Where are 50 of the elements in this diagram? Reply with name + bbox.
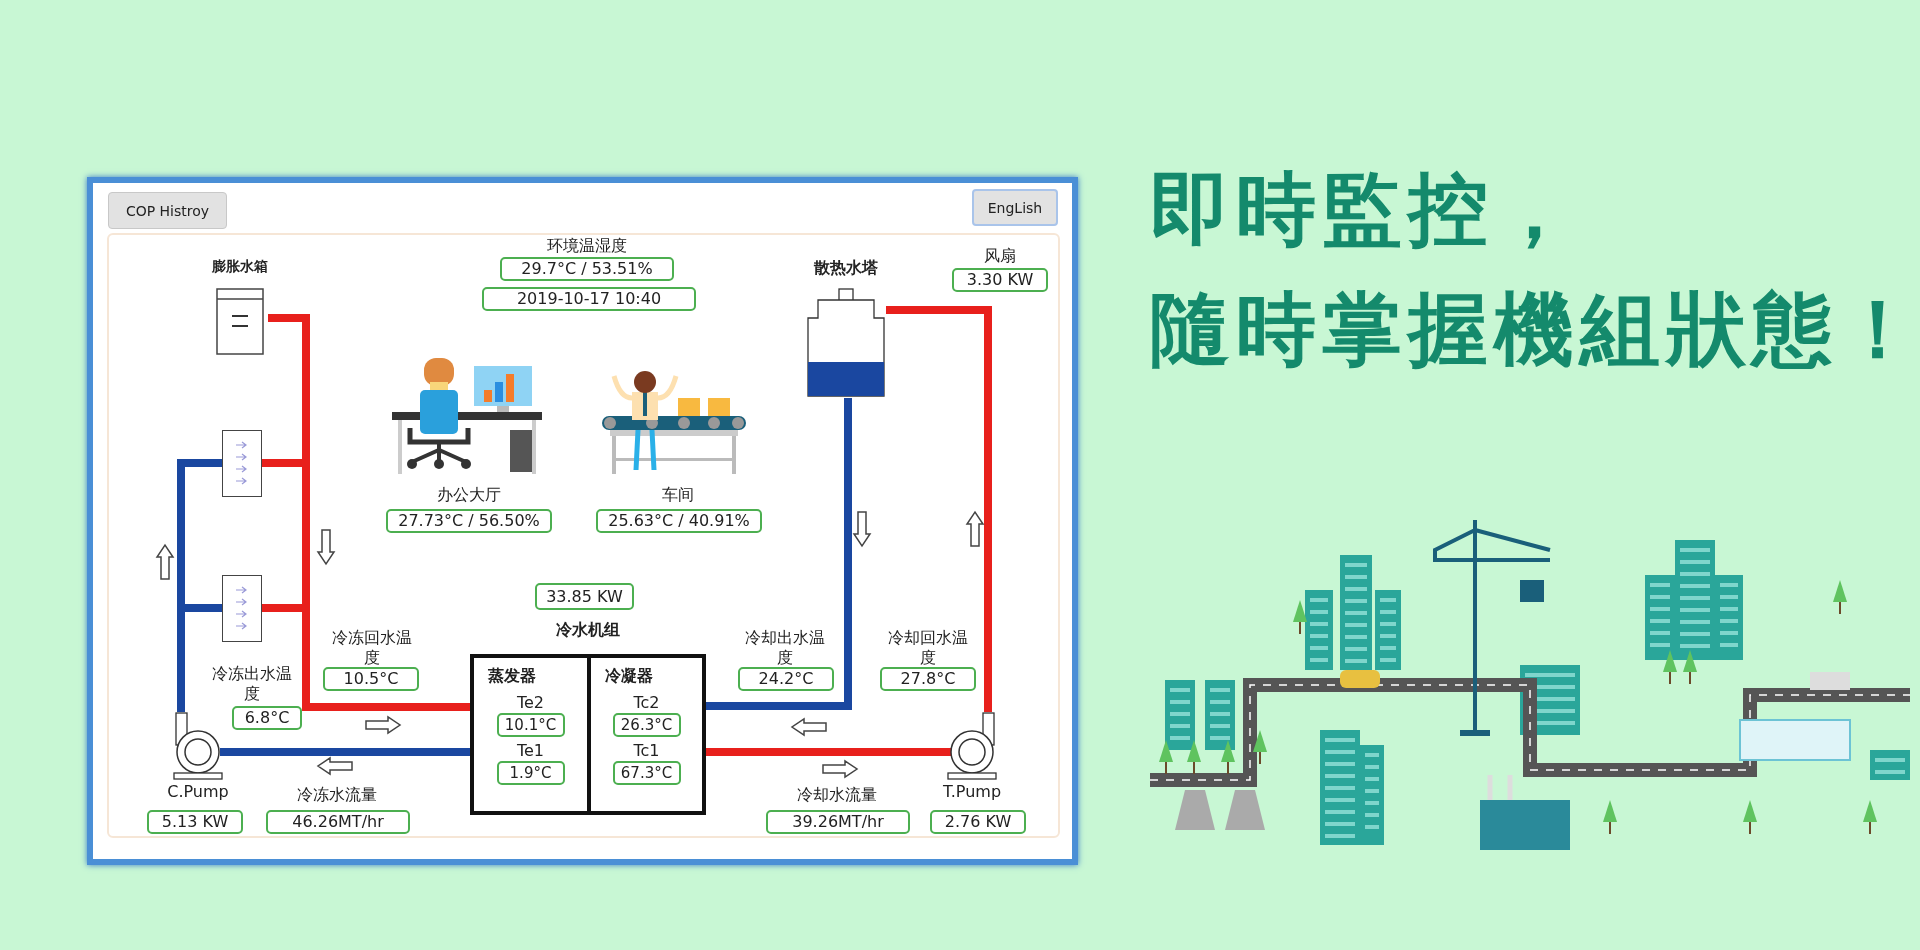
chiller-label: 冷水机组 bbox=[555, 620, 621, 641]
pipe bbox=[886, 306, 992, 712]
expansion-tank bbox=[212, 258, 268, 355]
coil-unit bbox=[222, 575, 262, 642]
value-box: 67.3°C bbox=[612, 761, 681, 785]
value-box: 2019-10-17 10:40 bbox=[482, 287, 696, 311]
caption: 冷却出水温度 bbox=[744, 628, 826, 668]
value-box: 2.76 KW bbox=[930, 810, 1026, 834]
sensor-name: Tc2 bbox=[633, 693, 660, 713]
caption: 冷冻出水温度 bbox=[211, 664, 293, 704]
value-box: 27.73°C / 56.50% bbox=[386, 509, 552, 533]
value-box: 6.8°C bbox=[232, 706, 302, 730]
sensor-name: Tc1 bbox=[633, 741, 660, 761]
value-box: 3.30 KW bbox=[952, 268, 1048, 292]
button: EngLish bbox=[972, 189, 1058, 226]
value-box: 1.9°C bbox=[496, 761, 565, 785]
pipe bbox=[706, 748, 951, 756]
pipe bbox=[220, 748, 470, 756]
caption: 车间 bbox=[661, 485, 695, 505]
exchanger-label: 蒸发器 bbox=[488, 666, 536, 687]
pipe bbox=[706, 398, 852, 710]
caption: 环境温湿度 bbox=[546, 236, 628, 256]
value-box: 10.1°C bbox=[496, 713, 565, 737]
value-box: 39.26MT/hr bbox=[766, 810, 910, 834]
value-box: 24.2°C bbox=[738, 667, 834, 691]
sensor-name: Te2 bbox=[516, 693, 545, 713]
value-box: 10.5°C bbox=[323, 667, 419, 691]
sensor-name: Te1 bbox=[516, 741, 545, 761]
value-box: 46.26MT/hr bbox=[266, 810, 410, 834]
value-box: 27.8°C bbox=[880, 667, 976, 691]
caption: 冷冻水流量 bbox=[296, 785, 378, 805]
caption: 冷却水流量 bbox=[796, 785, 878, 805]
value-box: 26.3°C bbox=[612, 713, 681, 737]
exchanger-label: 冷凝器 bbox=[605, 666, 653, 687]
tower-label: 散热水塔 bbox=[812, 258, 879, 279]
value-box: 33.85 KW bbox=[535, 583, 634, 610]
value-box: 29.7°C / 53.51% bbox=[500, 257, 674, 281]
button: COP Histroy bbox=[108, 192, 227, 229]
cooling-tower bbox=[806, 258, 886, 398]
coil-unit bbox=[222, 430, 262, 497]
tank-label: 膨胀水箱 bbox=[212, 258, 268, 276]
value-box: 25.63°C / 40.91% bbox=[596, 509, 762, 533]
pump-label: C.Pump bbox=[166, 782, 230, 801]
caption: 风扇 bbox=[983, 246, 1017, 266]
caption: 冷却回水温度 bbox=[887, 628, 969, 668]
caption: 办公大厅 bbox=[436, 485, 502, 505]
headline: 即時監控，隨時掌握機組狀態！ bbox=[1150, 162, 1920, 378]
value-box: 5.13 KW bbox=[147, 810, 243, 834]
pump-label: T.Pump bbox=[941, 782, 1003, 801]
caption: 冷冻回水温度 bbox=[331, 628, 413, 668]
